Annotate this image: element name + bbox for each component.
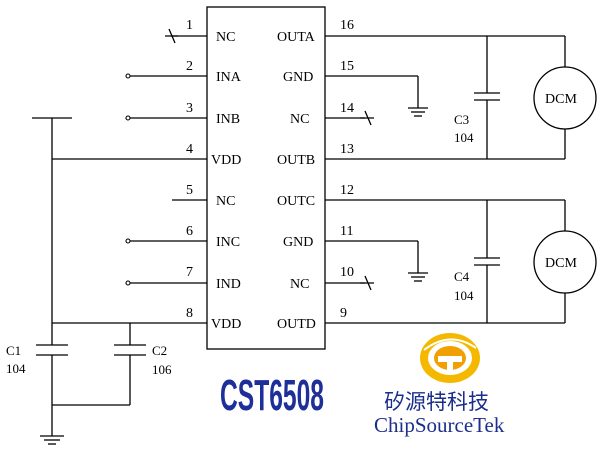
pin-7-number: 7: [186, 265, 193, 280]
ic-body: [206, 6, 326, 350]
c3-value: 104: [454, 130, 474, 145]
pin-5-number: 5: [186, 183, 193, 198]
pin-4-label: VDD: [211, 153, 241, 168]
pin-13-label: OUTB: [277, 153, 315, 168]
c1-value: 104: [6, 361, 26, 376]
pin-5-label: NC: [216, 194, 235, 209]
pin-14-label: NC: [290, 112, 309, 127]
pin-10-number: 10: [340, 265, 354, 280]
brand-name-chinese: 矽源特科技: [384, 390, 489, 414]
pin-4-number: 4: [186, 142, 193, 157]
pin-8-number: 8: [186, 306, 193, 321]
pin-1-number: 1: [186, 18, 193, 33]
pin-11-label: GND: [283, 235, 313, 250]
pin-8-label: VDD: [211, 317, 241, 332]
pin-12-label: OUTC: [277, 194, 315, 209]
c2-value: 106: [152, 362, 172, 377]
pin-11-number: 11: [340, 224, 353, 239]
brand-name-english: ChipSourceTek: [374, 413, 505, 437]
pin-3-number: 3: [186, 101, 193, 116]
pin-9-number: 9: [340, 306, 347, 321]
pin-2-number: 2: [186, 59, 193, 74]
pin-16-number: 16: [340, 18, 354, 33]
pin-13-number: 13: [340, 142, 354, 157]
chip-part-number: CST6508: [220, 371, 324, 420]
pin-6-number: 6: [186, 224, 193, 239]
pin-3-label: INB: [216, 112, 240, 127]
pin-7-label: IND: [216, 277, 241, 292]
pin-6-label: INC: [216, 235, 240, 250]
left-wiring: [32, 28, 207, 445]
pin-1-label: NC: [216, 30, 235, 45]
c2-name: C2: [152, 343, 167, 358]
pin-2-label: INA: [216, 70, 242, 85]
c4-value: 104: [454, 288, 474, 303]
pin-15-number: 15: [340, 59, 354, 74]
brand-logo: [420, 333, 480, 383]
motor-bottom-label: DCM: [545, 256, 577, 271]
pin-9-label: OUTD: [277, 317, 316, 332]
pin-16-label: OUTA: [277, 30, 316, 45]
pin-14-number: 14: [340, 101, 354, 116]
pin-10-label: NC: [290, 277, 309, 292]
pin-15-label: GND: [283, 70, 313, 85]
pin-12-number: 12: [340, 183, 354, 198]
c4-name: C4: [454, 269, 470, 284]
c1-name: C1: [6, 343, 21, 358]
right-wiring: [325, 35, 597, 324]
c3-name: C3: [454, 112, 469, 127]
motor-top-label: DCM: [545, 92, 577, 107]
